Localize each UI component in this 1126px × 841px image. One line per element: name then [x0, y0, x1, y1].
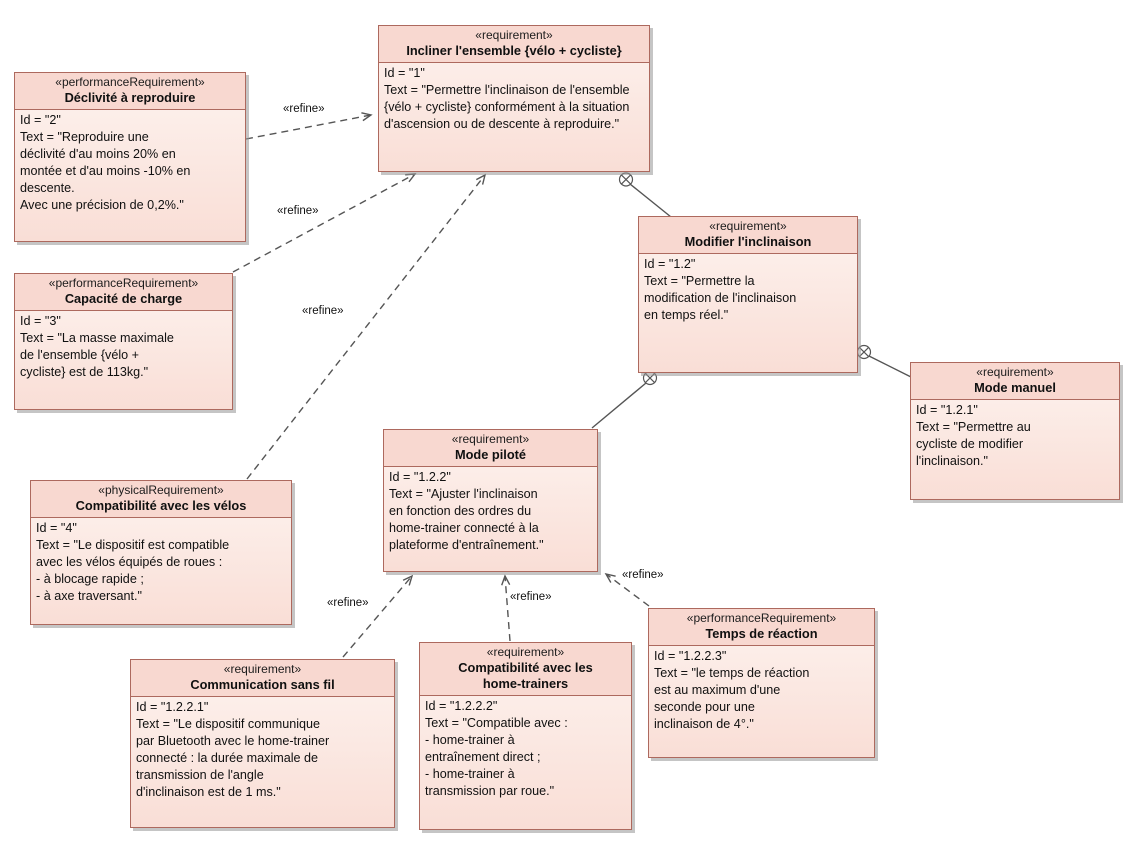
node-id: Id = "1.2.2.1" — [136, 700, 209, 714]
stereotype-label: «requirement» — [709, 219, 787, 233]
node-id: Id = "2" — [20, 113, 61, 127]
node-title: Modifier l'inclinaison — [684, 234, 812, 249]
requirement-box-compatibilite-home-trainers[interactable]: «requirement» Compatibilité avec les hom… — [419, 642, 632, 830]
node-body: Id = "1.2.2.1" Text = "Le dispositif com… — [131, 697, 394, 803]
node-text: Text = "Compatible avec : - home-trainer… — [425, 716, 568, 798]
node-header: «performanceRequirement» Temps de réacti… — [649, 609, 874, 646]
containment-edge-modifier-mode-pilote — [591, 382, 647, 429]
requirement-box-modifier-inclinaison[interactable]: «requirement» Modifier l'inclinaison Id … — [638, 216, 858, 373]
node-body: Id = "1" Text = "Permettre l'inclinaison… — [379, 63, 649, 135]
node-title: Mode manuel — [974, 380, 1056, 395]
refine-edge-compat-ht-mode-pilote — [501, 574, 511, 642]
node-body: Id = "1.2.2" Text = "Ajuster l'inclinais… — [384, 467, 597, 556]
node-header: «performanceRequirement» Déclivité à rep… — [15, 73, 245, 110]
node-body: Id = "1.2.2.2" Text = "Compatible avec :… — [420, 696, 631, 802]
refine-edge-compat-velos-incliner — [246, 173, 487, 480]
node-text: Text = "Reproduire une déclivité d'au mo… — [20, 130, 191, 212]
stereotype-label: «requirement» — [451, 432, 530, 446]
node-header: «requirement» Mode piloté — [384, 430, 597, 467]
node-body: Id = "4" Text = "Le dispositif est compa… — [31, 518, 291, 607]
node-title: Mode piloté — [454, 447, 527, 462]
node-header: «requirement» Compatibilité avec les hom… — [420, 643, 631, 696]
containment-edge-modifier-mode-manuel — [868, 355, 912, 378]
node-header: «requirement» Communication sans fil — [131, 660, 394, 697]
node-text: Text = "Le dispositif est compatible ave… — [36, 538, 230, 603]
refine-label: «refine» — [277, 205, 319, 217]
node-title: Communication sans fil — [190, 677, 335, 692]
node-title: Temps de réaction — [705, 626, 818, 641]
node-id: Id = "1.2.2.2" — [425, 699, 498, 713]
stereotype-label: «requirement» — [976, 365, 1054, 379]
node-title: Incliner l'ensemble {vélo + cycliste} — [406, 43, 622, 58]
stereotype-label: «requirement» — [475, 28, 553, 42]
stereotype-label: «requirement» — [223, 662, 302, 676]
node-id: Id = "1" — [384, 66, 425, 80]
node-id: Id = "1.2" — [644, 257, 696, 271]
node-text: Text = "Permettre la modification de l'i… — [644, 274, 797, 322]
node-text: Text = "Le dispositif communique par Blu… — [136, 717, 330, 799]
requirement-box-compatibilite-velos[interactable]: «physicalRequirement» Compatibilité avec… — [30, 480, 292, 625]
requirement-box-temps-reaction[interactable]: «performanceRequirement» Temps de réacti… — [648, 608, 875, 758]
node-body: Id = "1.2" Text = "Permettre la modifica… — [639, 254, 857, 326]
requirement-box-mode-manuel[interactable]: «requirement» Mode manuel Id = "1.2.1" T… — [910, 362, 1120, 500]
node-header: «requirement» Incliner l'ensemble {vélo … — [379, 26, 649, 63]
refine-label: «refine» — [283, 103, 325, 115]
refine-edge-communication-mode-pilote — [342, 574, 414, 658]
node-title: Compatibilité avec les vélos — [75, 498, 247, 513]
refine-label: «refine» — [510, 591, 552, 603]
node-header: «performanceRequirement» Capacité de cha… — [15, 274, 232, 311]
stereotype-label: «performanceRequirement» — [55, 75, 205, 89]
node-id: Id = "3" — [20, 314, 61, 328]
node-text: Text = "Permettre au cycliste de modifie… — [916, 420, 1031, 468]
node-header: «requirement» Mode manuel — [911, 363, 1119, 400]
refine-edge-temps-reaction-mode-pilote — [604, 572, 650, 607]
node-title: Capacité de charge — [64, 291, 183, 306]
node-body: Id = "3" Text = "La masse maximale de l'… — [15, 311, 232, 383]
refine-label: «refine» — [302, 305, 344, 317]
containment-circle-icon — [856, 344, 872, 360]
requirement-box-communication-sans-fil[interactable]: «requirement» Communication sans fil Id … — [130, 659, 395, 828]
containment-circle-icon — [642, 370, 658, 386]
node-title: Compatibilité avec les home-trainers — [458, 660, 593, 691]
refine-label: «refine» — [327, 597, 369, 609]
node-body: Id = "2" Text = "Reproduire une déclivit… — [15, 110, 245, 216]
requirement-box-incliner-ensemble[interactable]: «requirement» Incliner l'ensemble {vélo … — [378, 25, 650, 172]
stereotype-label: «physicalRequirement» — [98, 483, 224, 497]
node-text: Text = "Ajuster l'inclinaison en fonctio… — [389, 487, 544, 552]
node-id: Id = "4" — [36, 521, 77, 535]
requirement-box-declivite[interactable]: «performanceRequirement» Déclivité à rep… — [14, 72, 246, 242]
node-id: Id = "1.2.2" — [389, 470, 451, 484]
node-body: Id = "1.2.1" Text = "Permettre au cyclis… — [911, 400, 1119, 472]
node-header: «requirement» Modifier l'inclinaison — [639, 217, 857, 254]
requirement-box-mode-pilote[interactable]: «requirement» Mode piloté Id = "1.2.2" T… — [383, 429, 598, 572]
requirement-box-capacite-charge[interactable]: «performanceRequirement» Capacité de cha… — [14, 273, 233, 410]
containment-edge-incliner-modifier — [629, 183, 672, 218]
stereotype-label: «performanceRequirement» — [48, 276, 199, 290]
node-title: Déclivité à reproduire — [64, 90, 196, 105]
node-text: Text = "La masse maximale de l'ensemble … — [20, 331, 174, 379]
node-text: Text = "le temps de réaction est au maxi… — [654, 666, 810, 731]
refine-label: «refine» — [622, 569, 664, 581]
refine-edge-declivite-incliner — [245, 112, 373, 140]
stereotype-label: «performanceRequirement» — [686, 611, 837, 625]
node-body: Id = "1.2.2.3" Text = "le temps de réact… — [649, 646, 874, 735]
node-id: Id = "1.2.1" — [916, 403, 978, 417]
node-text: Text = "Permettre l'inclinaison de l'ens… — [384, 83, 630, 131]
stereotype-label: «requirement» — [486, 645, 565, 659]
node-header: «physicalRequirement» Compatibilité avec… — [31, 481, 291, 518]
refine-edge-capacite-incliner — [232, 173, 417, 273]
containment-circle-icon — [618, 172, 634, 187]
node-id: Id = "1.2.2.3" — [654, 649, 727, 663]
